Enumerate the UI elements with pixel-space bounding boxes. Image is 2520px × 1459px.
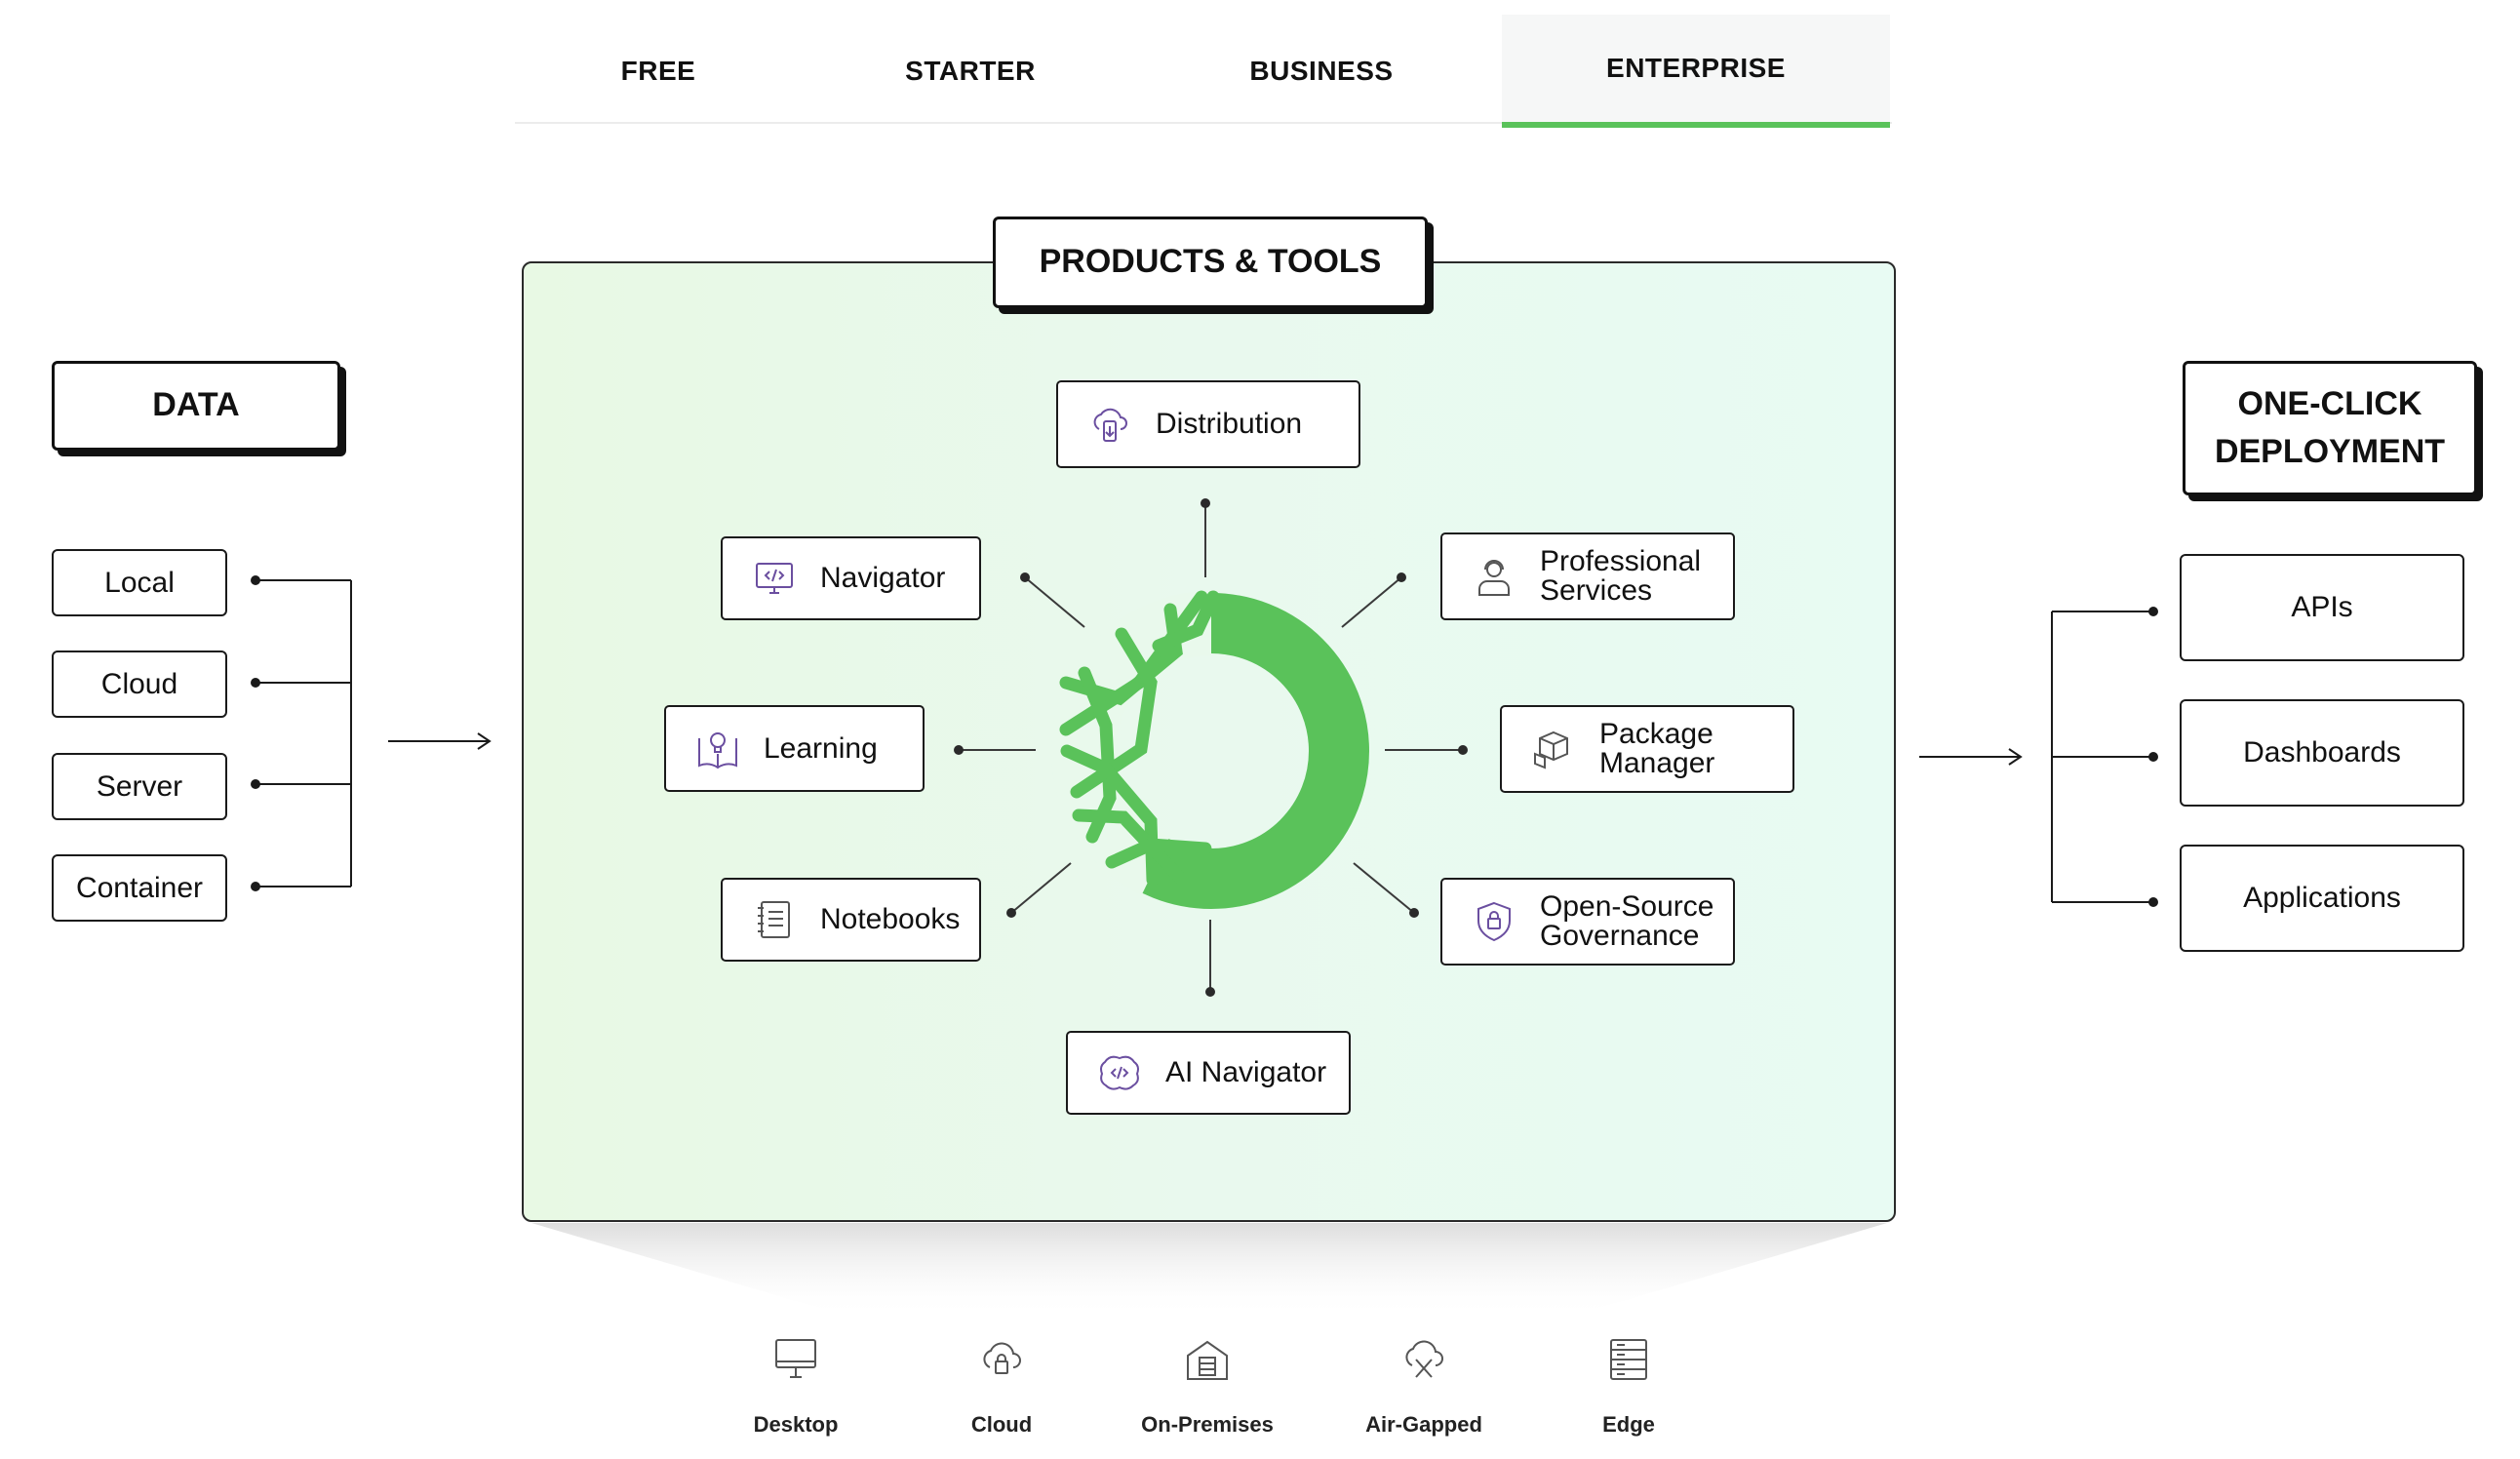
data-heading: DATA <box>52 361 340 451</box>
tool-learning-label: Learning <box>764 731 878 765</box>
brain-code-icon <box>1100 1055 1139 1090</box>
tab-free[interactable]: FREE <box>620 56 696 86</box>
data-source-local[interactable]: Local <box>52 549 227 616</box>
deploy-target-dashboards[interactable]: Dashboards <box>2180 699 2464 807</box>
tool-ai-navigator-label: AI Navigator <box>1165 1056 1327 1088</box>
deploy-target-apis[interactable]: APIs <box>2180 554 2464 661</box>
monitor-code-icon <box>756 563 793 594</box>
spoke-dot-professional <box>1397 572 1406 582</box>
data-source-cloud[interactable]: Cloud <box>52 651 227 718</box>
shield-lock-icon <box>1477 901 1511 942</box>
tabs-divider <box>515 122 1892 124</box>
spoke-dot-learning <box>954 745 964 755</box>
notebook-icon <box>758 901 790 938</box>
tool-open-source-governance[interactable]: Open-Source Governance <box>1440 878 1735 966</box>
packages-icon <box>1534 730 1568 769</box>
support-agent-icon <box>1478 560 1510 596</box>
env-edge: Edge <box>1570 1334 1687 1438</box>
spoke-dot-ai-navigator <box>1205 987 1215 997</box>
cloud-download-icon <box>1093 408 1127 442</box>
deployment-heading: ONE-CLICK DEPLOYMENT <box>2183 361 2477 495</box>
tool-distribution[interactable]: Distribution <box>1056 380 1360 468</box>
env-desktop-label: Desktop <box>753 1412 839 1437</box>
env-edge-label: Edge <box>1602 1412 1655 1437</box>
tool-package-manager-label: Package Manager <box>1599 718 1715 779</box>
tool-notebooks-label: Notebooks <box>820 903 961 935</box>
cloud-off-icon <box>1405 1340 1443 1378</box>
deploy-target-applications[interactable]: Applications <box>2180 845 2464 952</box>
env-desktop: Desktop <box>737 1334 854 1438</box>
env-cloud: Cloud <box>943 1334 1060 1438</box>
tool-distribution-label: Distribution <box>1156 408 1303 440</box>
tool-professional-services-label: Professional Services <box>1540 545 1702 607</box>
tool-package-manager[interactable]: Package Manager <box>1500 705 1794 793</box>
anaconda-ring-logo <box>1050 590 1369 909</box>
building-icon <box>1187 1340 1228 1380</box>
desktop-icon <box>775 1339 816 1378</box>
spoke-dot-package <box>1458 745 1468 755</box>
tab-business[interactable]: BUSINESS <box>1249 56 1394 86</box>
server-icon <box>1610 1339 1647 1380</box>
tool-learning[interactable]: Learning <box>664 705 925 792</box>
env-on-premises-label: On-Premises <box>1141 1412 1274 1437</box>
data-source-server[interactable]: Server <box>52 753 227 820</box>
tab-enterprise[interactable]: ENTERPRISE <box>1502 15 1890 128</box>
tool-navigator-label: Navigator <box>820 562 946 594</box>
env-cloud-label: Cloud <box>970 1412 1033 1437</box>
tab-starter[interactable]: STARTER <box>905 56 1036 86</box>
tool-ai-navigator[interactable]: AI Navigator <box>1066 1031 1351 1115</box>
spoke-dot-notebooks <box>1006 908 1016 918</box>
env-on-premises: On-Premises <box>1141 1334 1274 1438</box>
spoke-dot-navigator <box>1020 572 1030 582</box>
spoke-dot-governance <box>1409 908 1419 918</box>
deployment-heading-line2: DEPLOYMENT <box>2214 433 2446 470</box>
products-heading: PRODUCTS & TOOLS <box>993 217 1428 308</box>
tool-open-source-governance-label: Open-Source Governance <box>1540 890 1714 952</box>
env-air-gapped: Air-Gapped <box>1365 1334 1482 1438</box>
tool-notebooks[interactable]: Notebooks <box>721 878 981 962</box>
book-lightbulb-icon <box>698 731 737 769</box>
spoke-dot-distribution <box>1201 498 1210 508</box>
tool-professional-services[interactable]: Professional Services <box>1440 532 1735 620</box>
env-air-gapped-label: Air-Gapped <box>1365 1412 1482 1437</box>
data-source-container[interactable]: Container <box>52 854 227 922</box>
deployment-heading-line1: ONE-CLICK <box>2237 384 2422 422</box>
cloud-lock-icon <box>983 1342 1021 1374</box>
tool-navigator[interactable]: Navigator <box>721 536 981 620</box>
